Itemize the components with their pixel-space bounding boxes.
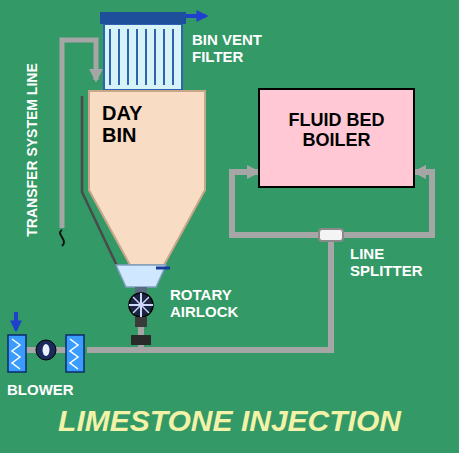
- day-bin: DAY BIN: [88, 90, 206, 265]
- diagram-title: LIMESTONE INJECTION: [0, 404, 459, 438]
- node-label: DAY BIN: [102, 102, 166, 147]
- line-splitter: LINE SPLITTER: [318, 228, 344, 242]
- node-label: ROTARY AIRLOCK: [170, 287, 262, 321]
- rotary-airlock-shape: [116, 265, 166, 345]
- node-label: BLOWER: [7, 382, 97, 399]
- rotary-airlock: ROTARY AIRLOCK: [116, 265, 166, 345]
- line-splitter-shape: [318, 228, 344, 242]
- pipe-break-symbol: [60, 230, 64, 246]
- node-label: LINE SPLITTER: [350, 246, 434, 280]
- blower-shape: [5, 322, 87, 377]
- vent-filter-shape: [100, 12, 186, 90]
- vent-filter: BIN VENT FILTER: [100, 12, 186, 90]
- pipe-connector: [141, 242, 331, 350]
- boiler-box: FLUID BED BOILER: [258, 88, 415, 188]
- pipe-label: TRANSFER SYSTEM LINE: [23, 50, 41, 250]
- pipe-connector: [87, 345, 141, 350]
- blower: BLOWER: [5, 322, 87, 377]
- node-label: FLUID BED BOILER: [264, 110, 409, 150]
- air-inlet-arrow: [14, 312, 18, 330]
- vent-outlet-arrow: [186, 14, 206, 18]
- node-label: BIN VENT FILTER: [192, 32, 274, 66]
